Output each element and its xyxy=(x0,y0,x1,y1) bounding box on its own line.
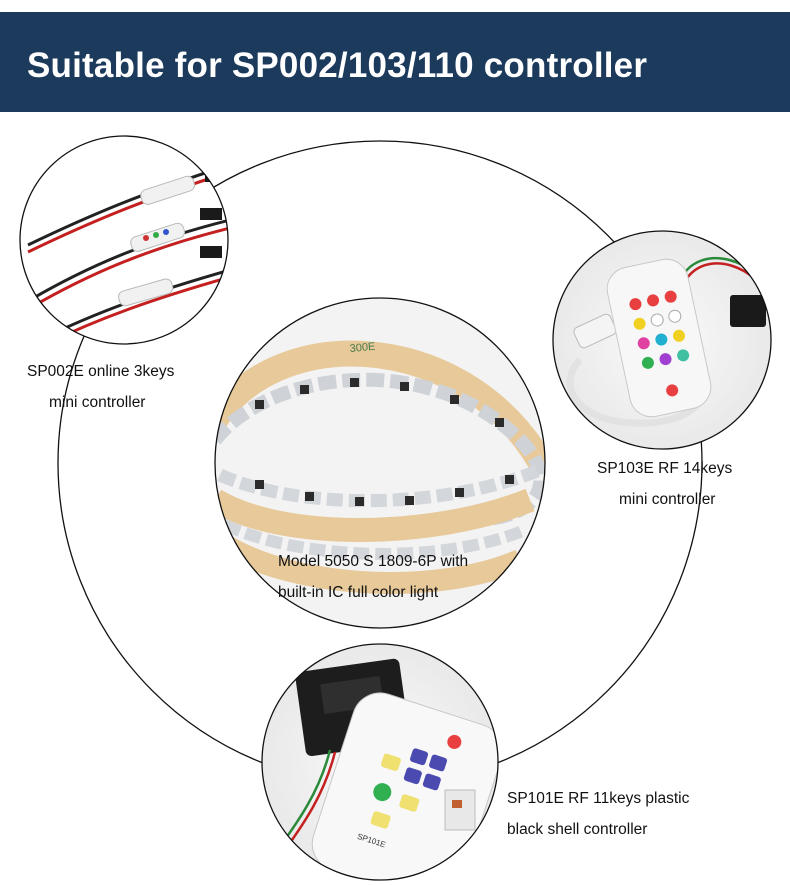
caption-sp103e-line1: SP103E RF 14keys xyxy=(597,460,733,477)
caption-sp101e: SP101E RF 11keys plastic black shell con… xyxy=(507,783,689,845)
caption-sp103e: SP103E RF 14keys mini controller xyxy=(597,453,732,515)
led-strip-photo: 300E xyxy=(214,297,546,629)
caption-sp101e-line1: SP101E RF 11keys plastic xyxy=(507,790,690,807)
caption-led-strip: Model 5050 S 1809-6P with built-in IC fu… xyxy=(278,546,468,608)
caption-led-strip-line1: Model 5050 S 1809-6P with xyxy=(278,553,469,570)
caption-sp101e-line2: black shell controller xyxy=(507,821,648,838)
sp101e-photo: SP101E xyxy=(261,643,499,881)
caption-sp002e-line2: mini controller xyxy=(49,394,146,411)
banner-title: Suitable for SP002/103/110 controller xyxy=(27,46,648,85)
sp002e-photo xyxy=(19,135,229,345)
strip-print-text: 300E xyxy=(349,341,376,355)
caption-sp002e: SP002E online 3keys mini controller xyxy=(27,356,174,418)
caption-sp103e-line2: mini controller xyxy=(619,491,716,508)
sp103e-photo xyxy=(552,230,772,450)
header-banner: Suitable for SP002/103/110 controller xyxy=(0,12,790,112)
caption-led-strip-line2: built-in IC full color light xyxy=(278,584,439,601)
caption-sp002e-line1: SP002E online 3keys xyxy=(27,363,175,380)
